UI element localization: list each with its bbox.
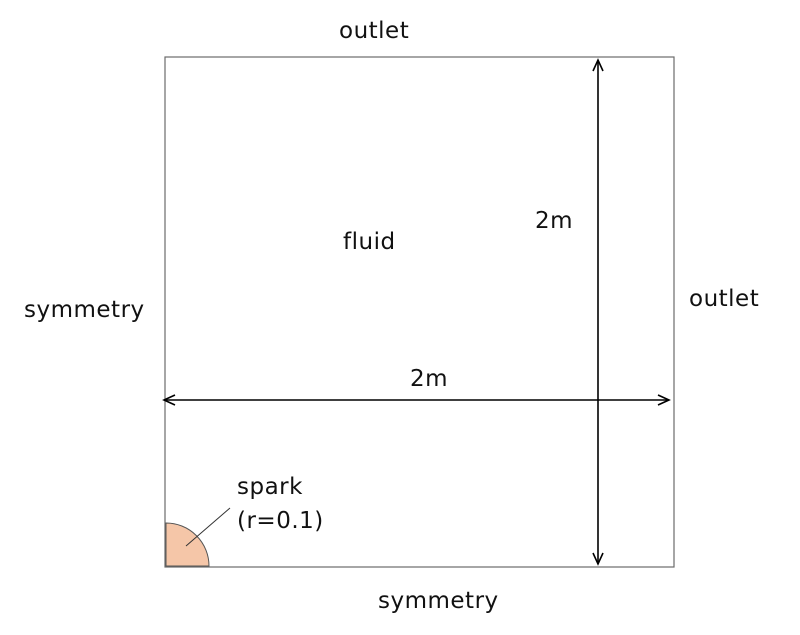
vertical-dimension-label: 2m	[535, 208, 574, 234]
right-boundary-label: outlet	[689, 286, 760, 312]
spark-radius-label: (r=0.1)	[237, 508, 324, 534]
bottom-boundary-label: symmetry	[378, 588, 499, 614]
spark-leader-line	[185, 507, 231, 547]
left-boundary-label: symmetry	[24, 297, 145, 323]
domain-label: fluid	[343, 229, 396, 255]
horizontal-dimension-label: 2m	[410, 366, 449, 392]
top-boundary-label: outlet	[339, 18, 410, 44]
spark-label: spark	[237, 474, 303, 500]
domain-boundary	[164, 56, 675, 568]
